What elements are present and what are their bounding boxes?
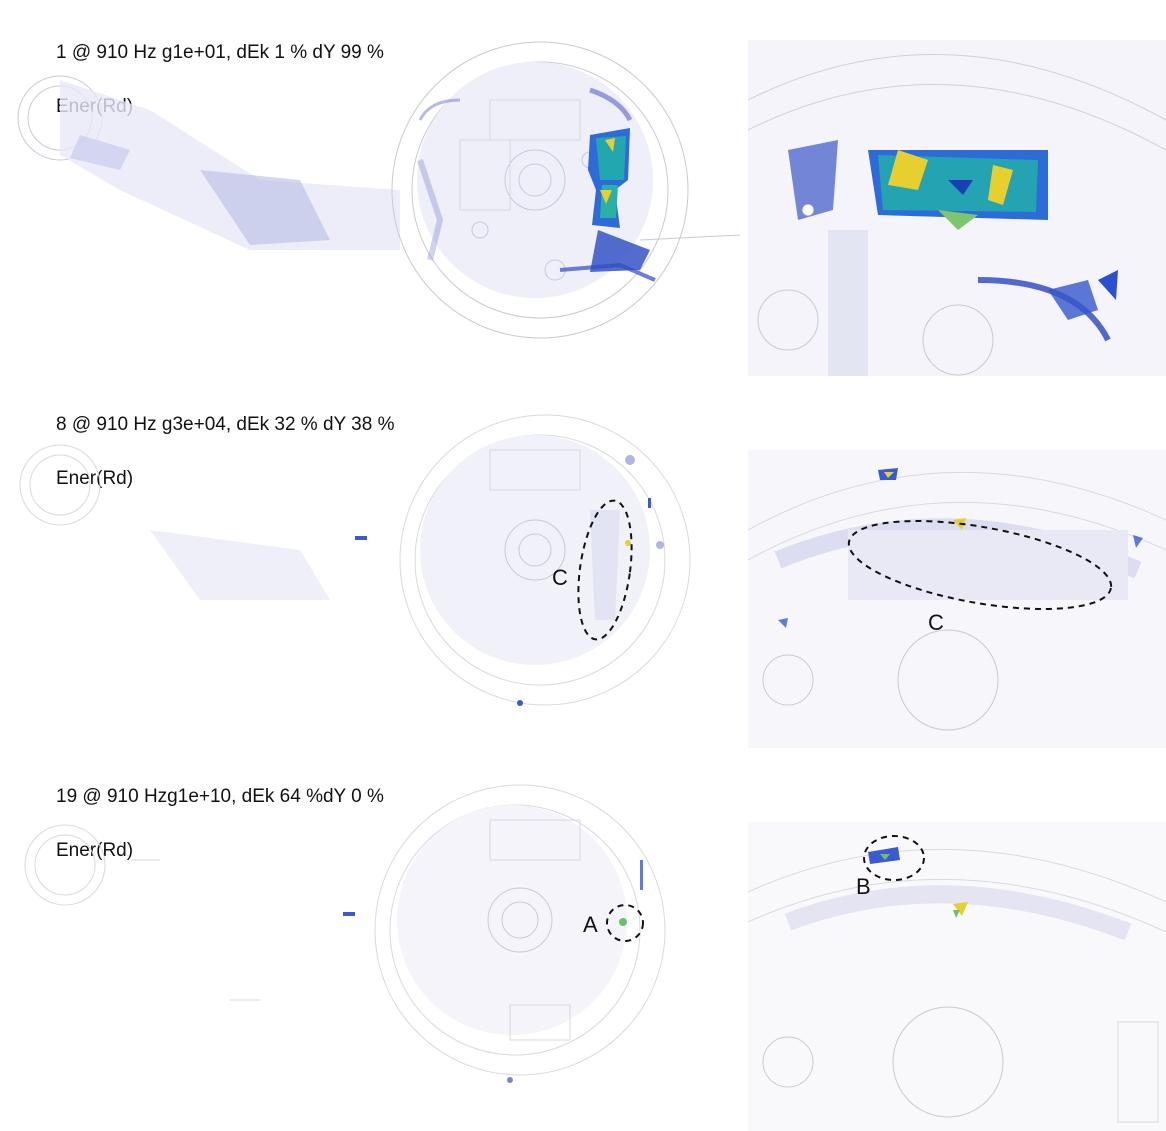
callout-c-zoom: C: [928, 610, 944, 635]
mode8-zoom: C: [748, 450, 1166, 748]
mode19-callout-zoom: B: [856, 835, 925, 899]
mode8-title-line1: 8 @ 910 Hz g3e+04, dEk 32 % dY 38 %: [56, 414, 395, 435]
mode1-arm: [17, 75, 400, 250]
mode1-drum: [391, 41, 741, 339]
panel-title-mode8: 8 @ 910 Hz g3e+04, dEk 32 % dY 38 % Ener…: [56, 380, 394, 506]
mode19-callout-overview: A: [583, 904, 644, 942]
mode19-title-line1: 19 @ 910 Hzg1e+10, dEk 64 %dY 0 %: [56, 786, 384, 807]
callout-a-overview: A: [583, 912, 598, 937]
mode19-drum: [374, 784, 666, 1083]
mode19-zoom: B: [748, 822, 1166, 1131]
mode1-zoom: [748, 40, 1166, 376]
mode1-overview: [0, 40, 745, 370]
mode19-arm: [24, 824, 355, 1001]
mode8-overview: C: [0, 410, 745, 740]
mode1-title-line1: 1 @ 910 Hz g1e+01, dEk 1 % dY 99 %: [56, 42, 384, 63]
mode8-drum: [399, 414, 691, 706]
callout-b-zoom: B: [856, 874, 871, 899]
mode8-arm: [19, 444, 367, 600]
mode8-title-line2: Ener(Rd): [56, 468, 134, 489]
mode8-callout-zoom: C: [847, 520, 1113, 635]
panel-title-mode19: 19 @ 910 Hzg1e+10, dEk 64 %dY 0 % Ener(R…: [56, 752, 384, 878]
mode19-overview: A: [0, 780, 745, 1130]
mode19-title-line2: Ener(Rd): [56, 840, 134, 861]
callout-c-overview: C: [552, 565, 568, 590]
